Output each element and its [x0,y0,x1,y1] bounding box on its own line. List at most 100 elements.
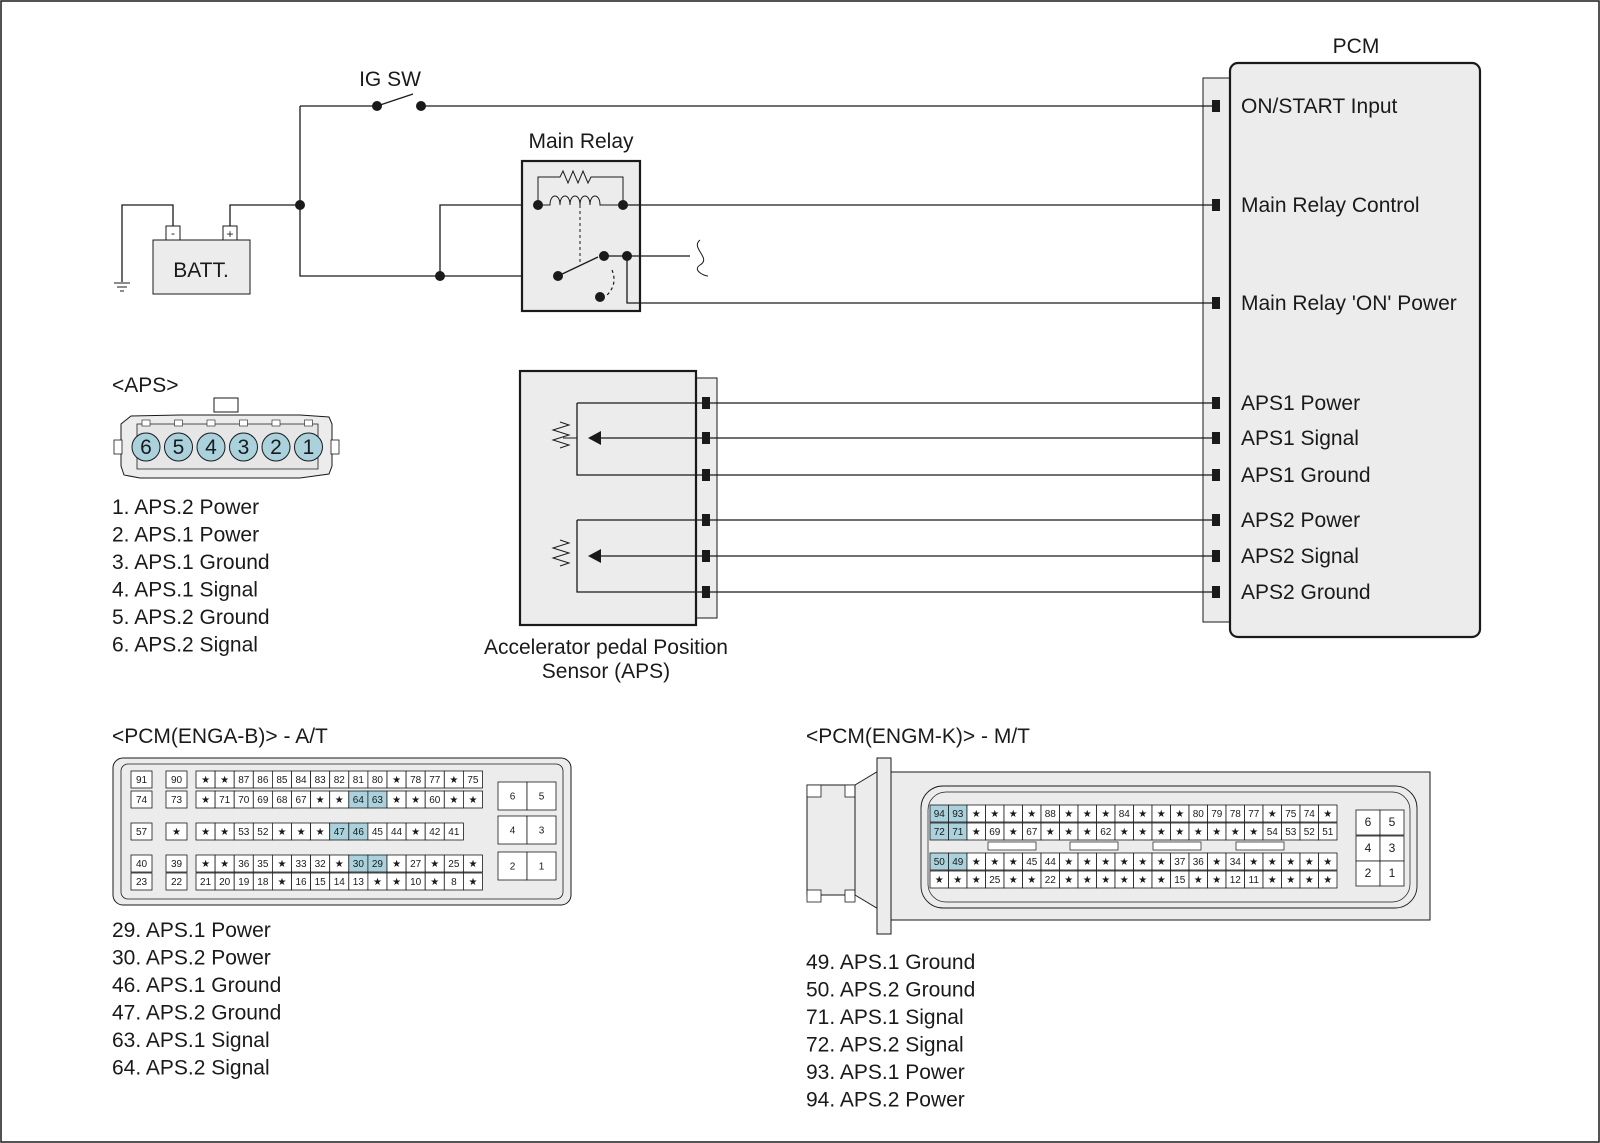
connector-pin-number: 45 [1026,857,1038,868]
connector-pin-number: ★ [172,827,181,838]
connector-pin-cell [1379,860,1405,887]
connector-pin-number: 49 [952,857,964,868]
ground-symbol [114,204,174,292]
connector-pin-number: ★ [468,795,477,806]
connector-at-pin-list-item: 46. APS.1 Ground [112,974,281,997]
connector-pin-number: 42 [429,827,441,838]
ig-switch[interactable]: IG SW [359,68,426,111]
connector-pin-cell [497,815,528,845]
connector-pin-number: 36 [238,859,250,870]
connector-pin-number: 53 [238,827,250,838]
connector-pin-number: 84 [1119,809,1131,820]
connector-pin-number: ★ [1249,857,1258,868]
connector-pin-number: 25 [448,859,460,870]
connector-pin-number: 25 [989,875,1001,886]
connector-pin-cell [130,822,153,841]
connector-pin-number: 18 [257,877,269,888]
connector-pin-number: ★ [1064,809,1073,820]
aps-pin-list-item: 6. APS.2 Signal [112,634,258,657]
connector-pin-number: ★ [1101,857,1110,868]
pcm-pin-label: APS1 Ground [1241,464,1371,487]
connector-pin-number: ★ [411,795,420,806]
connector-pin-cell [462,854,483,873]
connector-pin-number: ★ [1138,857,1147,868]
connector-pin-number: ★ [1157,875,1166,886]
connector-pin-cell [497,781,528,811]
connector-pin-number: ★ [1083,827,1092,838]
connector-pin-number: ★ [1212,827,1221,838]
pcm-pin-label: APS1 Signal [1241,427,1359,450]
connector-pin-number: 44 [1045,857,1057,868]
connector-pin-number: ★ [1064,827,1073,838]
connector-pin-number: ★ [1286,875,1295,886]
connector-pin-number: ★ [1305,875,1314,886]
connector-pin-number: ★ [1286,857,1295,868]
aps-pin [261,432,291,462]
connector-pin-number: 22 [1045,875,1057,886]
connector-pin-number: 57 [136,827,148,838]
aps-terminal [702,469,710,481]
connector-mt-pin-list-item: 93. APS.1 Power [806,1061,965,1084]
connector-pin-number: ★ [972,827,981,838]
connector-pin-number: 2 [1365,866,1372,880]
connector-pin-number: 85 [276,775,288,786]
connector-pin-cell [462,770,483,789]
connector-pin-cell [1379,835,1405,862]
connector-pin-number: 19 [238,877,250,888]
connector-pin-number: ★ [1083,809,1092,820]
connector-pin-number: ★ [392,775,401,786]
aps-pin [164,432,193,462]
connector-pin-number: ★ [277,859,286,870]
connector-pin-number: 74 [136,795,148,806]
battery: - + BATT. [152,225,251,295]
aps-pin-number: 6 [140,436,152,459]
connector-pin-number: ★ [972,875,981,886]
connector-pin-number: ★ [201,795,210,806]
connector-pin-cell [1379,809,1405,836]
connector-pin-number: 90 [171,775,183,786]
connector-pin-number: 67 [1026,827,1038,838]
connector-pin-number: 80 [1193,809,1205,820]
connector-pin-number: 51 [1322,827,1334,838]
connector-pin-cell [165,822,188,841]
connector-mt-pin-list-item: 49. APS.1 Ground [806,951,975,974]
connector-at-title: <PCM(ENGA-B)> - A/T [112,725,328,748]
connector-pin-number: 1 [539,862,545,873]
pcm-pin-label: Main Relay Control [1241,194,1420,217]
connector-pin-number: 78 [1230,809,1242,820]
connector-pin-number: ★ [953,875,962,886]
connector-mt-pin-list-item: 50. APS.2 Ground [806,979,975,1002]
connector-pin-number: ★ [1046,827,1055,838]
pcm-terminal [1212,469,1220,481]
connector-pin-number: 52 [257,827,269,838]
main-relay: Main Relay [520,130,1215,313]
connector-pin-number: 45 [372,827,384,838]
pcm-connector-strip [1202,77,1232,623]
connector-pin-cell [1355,835,1381,862]
connector-pin-number: ★ [392,877,401,888]
connector-at: <PCM(ENGA-B)> - A/T 91745740239073★3922★… [112,725,572,1080]
aps-sensor-box [518,369,698,627]
connector-pin-number: 52 [1304,827,1316,838]
aps-terminal [702,550,710,562]
connector-pin-number: 53 [1285,827,1297,838]
connector-pin-number: 35 [257,859,269,870]
connector-pin-number: ★ [1101,875,1110,886]
connector-mt-title: <PCM(ENGM-K)> - M/T [806,725,1030,748]
main-relay-box [520,159,642,313]
connector-pin-number: 6 [1365,815,1372,829]
connector-pin-number: ★ [1157,857,1166,868]
connector-pin-number: 6 [510,792,516,803]
connector-pin-number: ★ [1027,809,1036,820]
connector-pin-number: ★ [1268,857,1277,868]
aps-pin-list-item: 5. APS.2 Ground [112,606,270,629]
connector-pin-number: 27 [410,859,422,870]
connector-pin-number: 70 [238,795,250,806]
connector-pin-number: ★ [449,775,458,786]
connector-pin-number: ★ [972,809,981,820]
connector-pin-number: 93 [952,809,964,820]
connector-pin-number: 63 [372,795,384,806]
